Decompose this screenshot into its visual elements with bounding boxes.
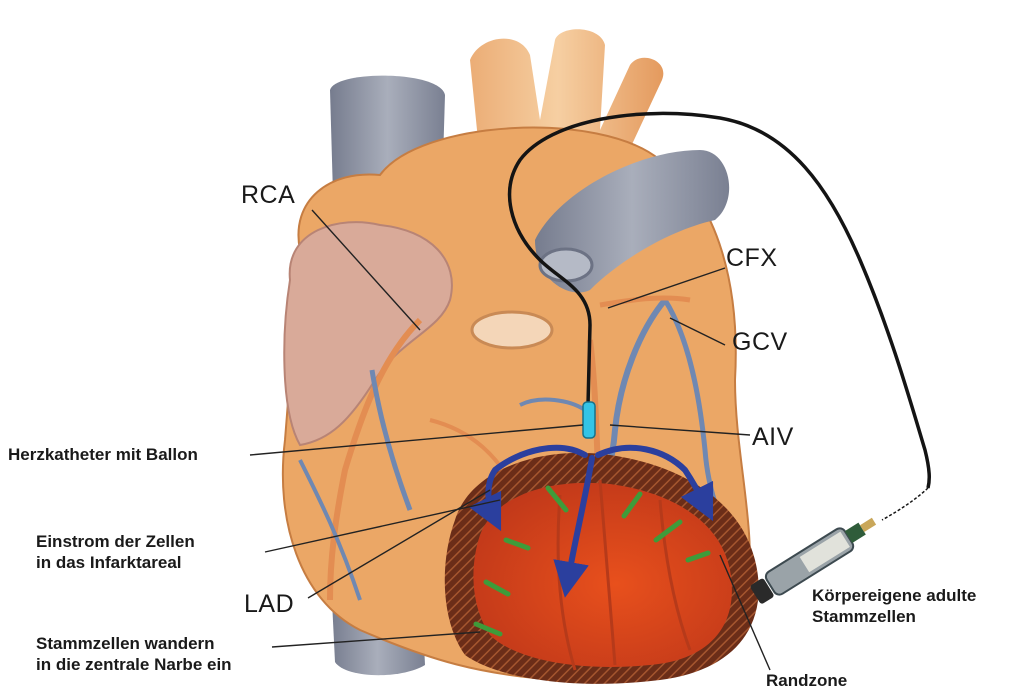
label-stammzellen-line2: in die zentrale Narbe ein (36, 654, 232, 675)
catheter-balloon (583, 402, 595, 438)
label-einstrom-line1: Einstrom der Zellen (36, 531, 195, 552)
label-lad: LAD (244, 590, 294, 619)
aortic-opening (472, 312, 552, 348)
label-rca: RCA (241, 181, 295, 210)
label-stammzellen-line1: Stammzellen wandern (36, 633, 232, 654)
label-herzkatheter: Herzkatheter mit Ballon (8, 444, 198, 465)
label-einstrom-line2: in das Infarktareal (36, 552, 195, 573)
label-aiv: AIV (752, 423, 794, 452)
label-stammzellen: Stammzellen wandern in die zentrale Narb… (36, 633, 232, 675)
label-koerpereigene-line1: Körpereigene adulte (812, 585, 976, 606)
label-koerpereigene-line2: Stammzellen (812, 606, 976, 627)
label-einstrom: Einstrom der Zellen in das Infarktareal (36, 531, 195, 573)
label-koerpereigene: Körpereigene adulte Stammzellen (812, 585, 976, 627)
label-cfx: CFX (726, 244, 778, 273)
catheter-thin (882, 488, 928, 520)
label-randzone: Randzone (766, 670, 847, 691)
label-gcv: GCV (732, 328, 788, 357)
